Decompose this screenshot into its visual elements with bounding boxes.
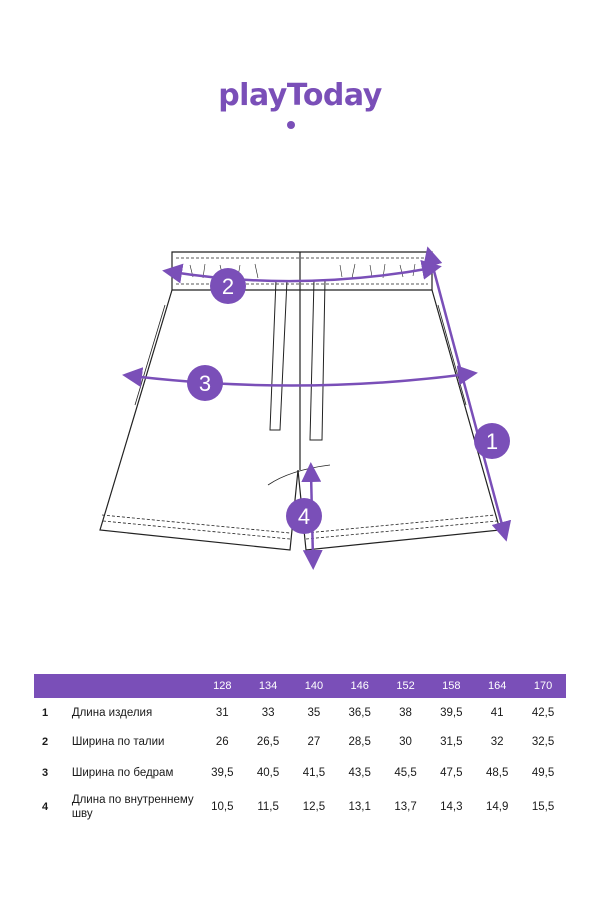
row-number: 4	[42, 801, 49, 813]
table-cell: 28,5	[348, 735, 371, 748]
table-cell: 43,5	[348, 767, 371, 779]
row-number: 3	[42, 767, 49, 779]
left-pocket	[134, 304, 166, 406]
measure-line-1	[422, 246, 512, 542]
table-cell: 38	[399, 706, 412, 719]
marker-2: 2	[210, 268, 246, 304]
right-pocket	[437, 304, 467, 406]
marker-1: 1	[474, 423, 510, 459]
measure-line-2	[162, 259, 442, 284]
table-cell: 31,5	[440, 735, 463, 748]
size-header-row: 128 134 140 146 152 158 164 170	[34, 674, 566, 698]
size-header: 158	[428, 674, 475, 698]
table-cell: 12,5	[302, 801, 326, 813]
measurement-name: Длина по внутреннему шву	[71, 794, 194, 820]
table-cell: 32	[490, 735, 504, 748]
marker-3-label: 3	[199, 371, 211, 396]
table-cell: 26,5	[256, 735, 280, 748]
table-cell: 15,5	[531, 801, 555, 813]
marker-4-label: 4	[298, 504, 310, 529]
table-cell: 36,5	[348, 706, 371, 719]
table-cell: 26	[215, 735, 229, 748]
size-header: 140	[291, 674, 337, 698]
drawstring-right	[309, 279, 326, 441]
size-header: 170	[520, 674, 566, 698]
marker-1-label: 1	[486, 429, 498, 454]
brand-logo-text: playToday	[218, 78, 382, 113]
table-cell: 14,3	[440, 801, 463, 813]
size-header: 128	[199, 674, 246, 698]
table-cell: 40,5	[256, 767, 280, 779]
table-cell: 42,5	[531, 706, 555, 719]
table-cell: 31	[215, 706, 229, 719]
table-cell: 35	[307, 706, 321, 719]
left-hem-stitch	[101, 514, 291, 540]
table-cell: 11,5	[257, 801, 279, 813]
table-cell: 32,5	[531, 735, 555, 748]
header-empty-num	[34, 674, 72, 698]
table-cell: 13,7	[394, 801, 417, 813]
table-cell: 14,9	[485, 801, 509, 813]
brand-logo: playToday	[0, 78, 600, 113]
table-row: 1 Длина изделия 31 33 35 36,5 38 39,5 41…	[34, 698, 566, 727]
table-cell: 47,5	[440, 767, 463, 779]
table-cell: 13,1	[348, 801, 371, 813]
table-cell: 41	[490, 706, 504, 719]
size-header: 146	[336, 674, 383, 698]
table-cell: 45,5	[394, 767, 417, 779]
table-cell: 49,5	[531, 767, 555, 779]
table-cell: 30	[399, 735, 412, 748]
size-table: 128 134 140 146 152 158 164 170 1 Длина …	[34, 674, 566, 824]
drawstring-left	[269, 279, 288, 431]
marker-4: 4	[286, 498, 322, 534]
measure-line-3	[122, 365, 478, 388]
table-row: 4 Длина по внутреннему шву 10,5 11,5 12,…	[34, 790, 566, 824]
table-cell: 39,5	[440, 706, 463, 719]
table-cell: 48,5	[485, 767, 509, 779]
table-cell: 10,5	[211, 801, 234, 813]
table-cell: 27	[307, 735, 321, 748]
right-hem-stitch	[305, 514, 498, 540]
table-cell: 41,5	[302, 767, 326, 779]
row-number: 1	[42, 706, 49, 719]
row-number: 2	[42, 735, 49, 748]
size-header: 152	[382, 674, 429, 698]
table-cell: 33	[261, 706, 275, 719]
measurement-name: Ширина по бедрам	[71, 767, 174, 779]
size-header: 134	[245, 674, 291, 698]
marker-3: 3	[187, 365, 223, 401]
size-header: 164	[474, 674, 521, 698]
shorts-measurement-diagram: 1 2 3 4	[99, 246, 512, 570]
table-row: 2 Ширина по талии 26 26,5 27 28,5 30 31,…	[34, 727, 566, 756]
measurement-name: Длина изделия	[71, 706, 153, 719]
brand-logo-dot	[287, 121, 295, 129]
table-cell: 39,5	[211, 767, 234, 779]
measurement-name: Ширина по талии	[71, 735, 165, 748]
table-row: 3 Ширина по бедрам 39,5 40,5 41,5 43,5 4…	[34, 756, 566, 790]
header-empty-name	[71, 674, 200, 698]
marker-2-label: 2	[222, 274, 234, 299]
